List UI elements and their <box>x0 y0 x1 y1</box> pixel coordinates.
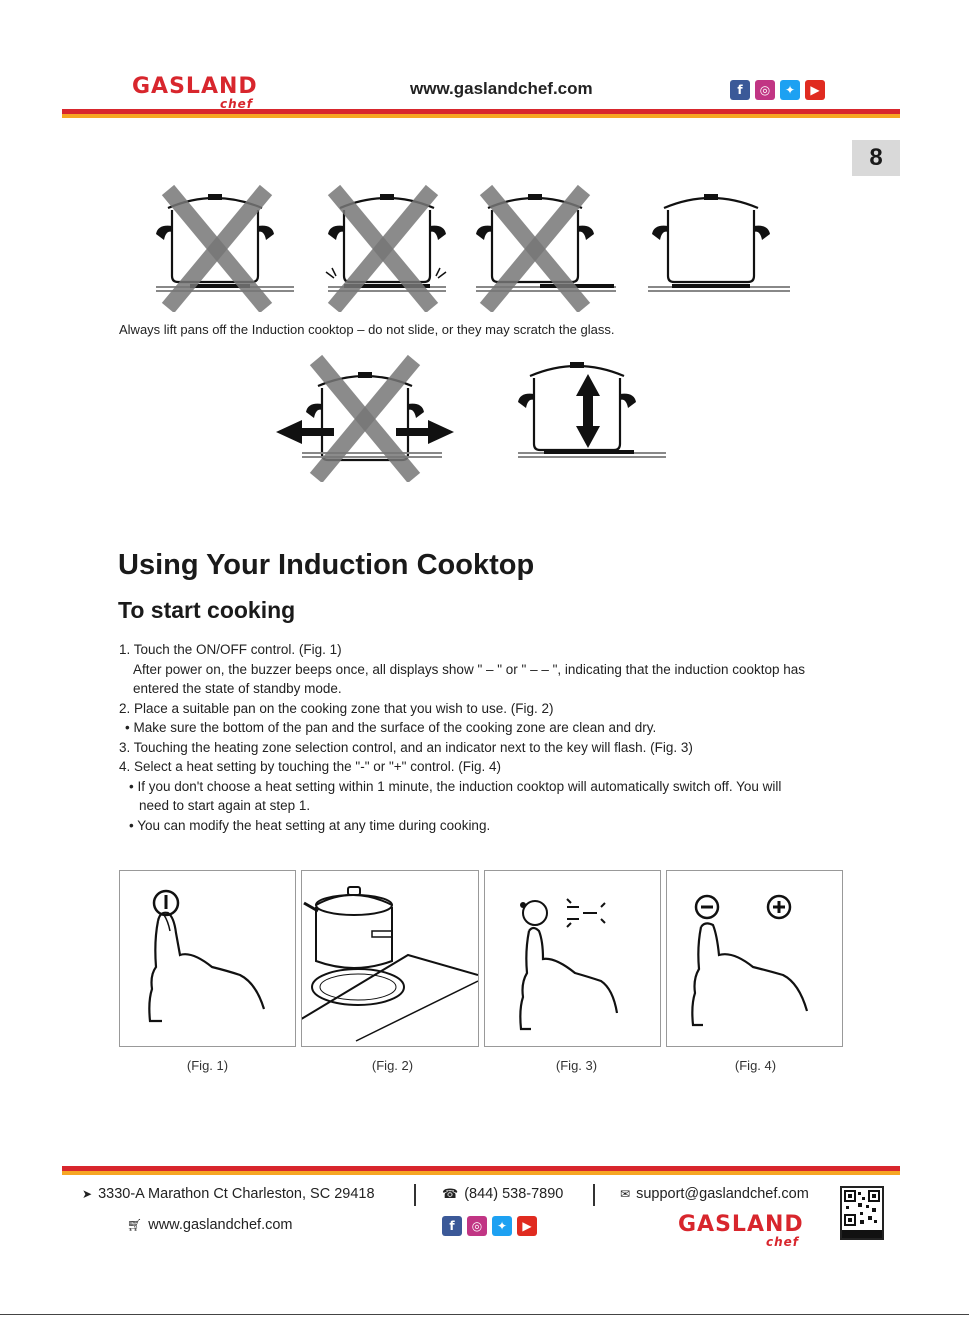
pan-wrong-2 <box>325 190 448 308</box>
pan-correct <box>648 192 790 292</box>
figure-1-label: (Fig. 1) <box>186 1058 229 1073</box>
step-4-bullet-1-cont: need to start again at step 1. <box>139 798 311 813</box>
pan-on-zone-illustration <box>297 886 479 1042</box>
zone-select-illustration <box>519 898 619 1031</box>
footer-stripe-orange <box>62 1171 900 1175</box>
twitter-icon[interactable]: ✦ <box>780 80 800 100</box>
twitter-icon[interactable]: ✦ <box>492 1216 512 1236</box>
step-4: 4. Select a heat setting by touching the… <box>119 759 501 774</box>
phone-icon: ☎ <box>442 1186 459 1201</box>
figure-3-label: (Fig. 3) <box>555 1058 598 1073</box>
instagram-icon[interactable]: ◎ <box>467 1216 487 1236</box>
qr-code[interactable] <box>840 1186 884 1240</box>
instagram-icon[interactable]: ◎ <box>755 80 775 100</box>
figure-4 <box>666 870 843 1047</box>
power-touch-illustration <box>148 889 266 1023</box>
step-1-detail: After power on, the buzzer beeps once, a… <box>133 661 806 677</box>
step-1: 1. Touch the ON/OFF control. (Fig. 1) <box>119 642 342 657</box>
logo-subtext: chef <box>219 97 253 111</box>
footer-website-text[interactable]: www.gaslandchef.com <box>148 1217 293 1233</box>
figure-1 <box>119 870 296 1047</box>
facebook-icon[interactable]: f <box>730 80 750 100</box>
pan-wrong-1 <box>154 190 294 308</box>
header-stripe-red <box>62 109 900 114</box>
qr-code-icon <box>842 1190 882 1238</box>
pan-lift-correct <box>516 360 666 458</box>
footer-logo-wordmark: GASLAND <box>678 1212 804 1237</box>
figure-4-label: (Fig. 4) <box>734 1058 777 1073</box>
figure-2 <box>297 870 479 1047</box>
step-3: 3. Touching the heating zone selection c… <box>119 739 693 755</box>
footer-phone-text[interactable]: (844) 538-7890 <box>464 1186 564 1202</box>
footer-divider-1 <box>414 1184 416 1206</box>
footer-email-text[interactable]: support@gaslandchef.com <box>636 1186 809 1202</box>
youtube-icon[interactable]: ▶ <box>517 1216 537 1236</box>
step-4-bullet-2: • You can modify the heat setting at any… <box>129 817 491 833</box>
heat-adjust-illustration <box>691 894 809 1027</box>
slide-vs-lift-illustration <box>276 348 666 482</box>
logo-wordmark: GASLAND <box>132 74 258 99</box>
section-title: Using Your Induction Cooktop <box>118 549 535 581</box>
header-stripe-orange <box>62 114 900 118</box>
location-arrow-icon: ➤ <box>82 1187 93 1201</box>
footer-logo: GASLAND chef <box>678 1212 804 1249</box>
footer-logo-subtext: chef <box>765 1235 799 1249</box>
page-bottom-edge <box>0 1314 969 1315</box>
start-cooking-steps: 1. Touch the ON/OFF control. (Fig. 1) Af… <box>119 640 859 835</box>
page-number: 8 <box>852 140 900 176</box>
footer-address: ➤ 3330-A Marathon Ct Charleston, SC 2941… <box>82 1186 375 1202</box>
section-subtitle: To start cooking <box>118 597 296 623</box>
figure-3 <box>484 870 661 1047</box>
youtube-icon[interactable]: ▶ <box>805 80 825 100</box>
step-2: 2. Place a suitable pan on the cooking z… <box>119 700 554 716</box>
footer-address-text: 3330-A Marathon Ct Charleston, SC 29418 <box>98 1186 375 1202</box>
pan-slide-wrong <box>276 360 454 478</box>
figure-2-label: (Fig. 2) <box>371 1058 414 1073</box>
footer-phone: ☎ (844) 538-7890 <box>442 1186 563 1202</box>
footer-social-icons: f ◎ ✦ ▶ <box>442 1216 537 1236</box>
facebook-icon[interactable]: f <box>442 1216 462 1236</box>
header-url[interactable]: www.gaslandchef.com <box>410 79 593 98</box>
footer-stripe-red <box>62 1166 900 1171</box>
header-logo: GASLAND chef <box>132 74 258 111</box>
step-4-bullet-1: • If you don't choose a heat setting wit… <box>129 778 782 794</box>
step-2-bullet: • Make sure the bottom of the pan and th… <box>125 720 657 735</box>
header-social-icons: f ◎ ✦ ▶ <box>730 80 825 100</box>
pan-illustration-row <box>154 180 790 312</box>
lift-pans-caption: Always lift pans off the Induction cookt… <box>119 322 615 337</box>
footer-divider-2 <box>593 1184 595 1206</box>
pan-wrong-3 <box>474 190 616 308</box>
mail-icon: ✉ <box>620 1187 631 1201</box>
footer-website: 🛒︎ www.gaslandchef.com <box>127 1217 293 1233</box>
cart-icon: 🛒︎ <box>127 1218 143 1232</box>
footer-email: ✉ support@gaslandchef.com <box>620 1186 809 1202</box>
step-1-detail-cont: entered the state of standby mode. <box>133 681 342 696</box>
